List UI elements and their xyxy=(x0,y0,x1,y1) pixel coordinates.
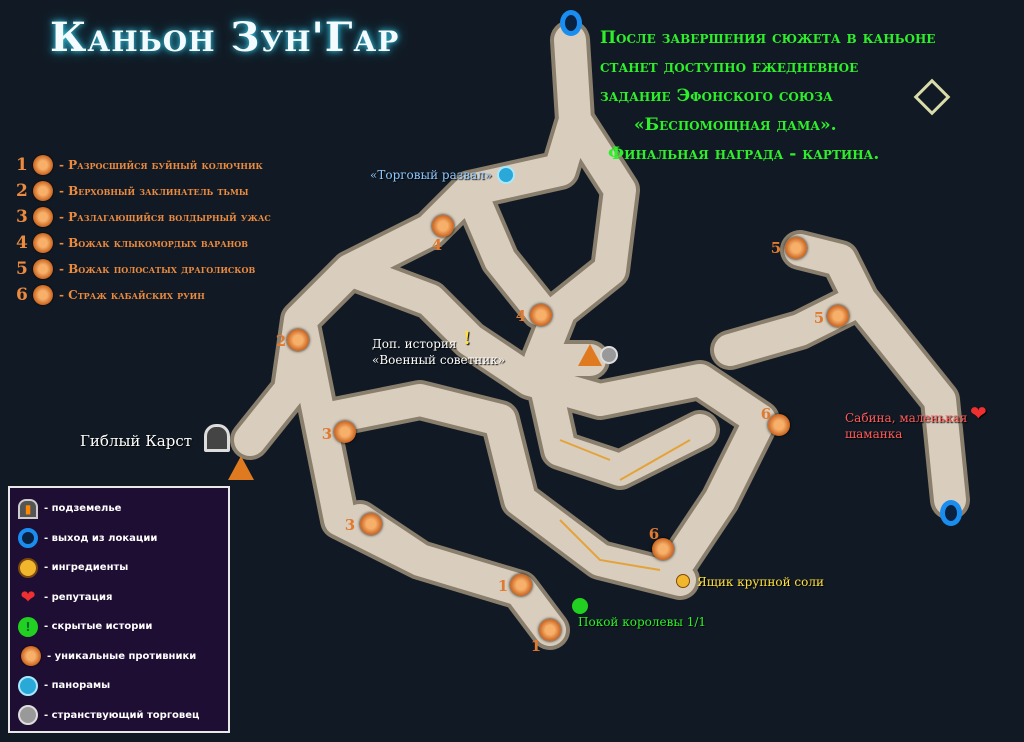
ingredient-icon xyxy=(18,557,38,578)
enemy-number: 3 xyxy=(321,425,333,443)
legend-item: - выход из локации xyxy=(18,524,220,554)
legend-item: ❤- репутация xyxy=(18,583,220,613)
hidden-story-label: Покой королевы 1/1 xyxy=(578,615,707,629)
enemy-number: 1 xyxy=(497,577,509,595)
hidden-story-icon: ! xyxy=(18,616,38,637)
unique-enemy-icon[interactable] xyxy=(530,304,552,326)
notice-line: станет доступно ежедневное xyxy=(600,57,859,77)
enemy-number: 3 xyxy=(344,516,356,534)
unique-enemy-icon xyxy=(21,646,41,667)
enemy-entry: 2- Верховный заклинатель тьмы xyxy=(16,181,249,201)
exit-portal-icon[interactable] xyxy=(560,10,582,36)
panorama-icon xyxy=(18,675,38,696)
legend-item: !- скрытые истории xyxy=(18,612,220,642)
notice-line: задание Эфонского союза xyxy=(600,78,951,115)
unique-enemy-icon xyxy=(33,233,53,253)
dungeon-icon: ▮ xyxy=(18,498,38,519)
enemy-entry: 1- Разросшийся буйный колючник xyxy=(16,155,263,175)
enemy-number: 6 xyxy=(648,525,660,543)
enemy-number: 1 xyxy=(530,637,542,655)
unique-enemies-list: 1- Разросшийся буйный колючник 2- Верхов… xyxy=(16,152,271,308)
side-story-title: «Военный советник» xyxy=(372,353,506,367)
unique-enemy-icon[interactable] xyxy=(510,574,532,596)
ingredient-icon[interactable] xyxy=(676,574,690,588)
unique-enemy-icon xyxy=(33,207,53,227)
unique-enemy-icon[interactable] xyxy=(768,414,790,436)
triangle-marker-icon[interactable] xyxy=(578,344,602,366)
unique-enemy-icon[interactable] xyxy=(652,538,674,560)
side-story-icon[interactable]: ! xyxy=(463,328,471,349)
unique-enemy-icon xyxy=(33,155,53,175)
dungeon-icon[interactable] xyxy=(204,424,230,452)
wandering-merchant-icon xyxy=(18,705,38,726)
map-legend: ▮- подземелье - выход из локации - ингре… xyxy=(8,486,230,733)
notice-line: «Беспомощная дама». xyxy=(634,115,837,135)
enemy-entry: 6- Страж кабайских руин xyxy=(16,285,205,305)
ephon-union-icon xyxy=(913,78,951,115)
exit-portal-icon xyxy=(18,528,38,549)
enemy-number: 2 xyxy=(275,332,287,350)
legend-item: - странствующий торговец xyxy=(18,701,220,731)
npc-name: Сабина, маленькая xyxy=(845,411,968,425)
unique-enemy-icon[interactable] xyxy=(287,329,309,351)
enemy-entry: 5- Вожак полосатых драголисков xyxy=(16,259,256,279)
panorama-icon[interactable] xyxy=(497,166,515,184)
enemy-number: 6 xyxy=(760,405,772,423)
unique-enemy-icon xyxy=(33,259,53,279)
enemy-number: 4 xyxy=(431,236,443,254)
unique-enemy-icon[interactable] xyxy=(360,513,382,535)
unique-enemy-icon[interactable] xyxy=(432,215,454,237)
hidden-story-icon[interactable] xyxy=(572,598,588,614)
legend-item: - уникальные противники xyxy=(18,642,220,672)
heart-icon: ❤ xyxy=(20,586,36,608)
side-story-label: Доп. история xyxy=(372,337,457,351)
legend-item: - панорамы xyxy=(18,671,220,701)
map-title: Каньон Зун'Гар xyxy=(50,14,400,61)
exit-portal-icon[interactable] xyxy=(940,500,962,526)
heart-icon[interactable]: ❤ xyxy=(970,401,987,425)
wandering-merchant-icon[interactable] xyxy=(600,346,618,364)
unique-enemy-icon xyxy=(33,181,53,201)
ingredient-label: Ящик крупной соли xyxy=(697,575,825,589)
npc-name: шаманка xyxy=(845,427,903,441)
unique-enemy-icon[interactable] xyxy=(827,305,849,327)
daily-quest-notice: После завершения сюжета в каньоне станет… xyxy=(600,24,951,169)
unique-enemy-icon[interactable] xyxy=(539,619,561,641)
unique-enemy-icon[interactable] xyxy=(785,237,807,259)
notice-line: Финальная награда - картина. xyxy=(608,144,880,164)
dungeon-label: Гиблый Карст xyxy=(80,432,193,450)
legend-item: - ингредиенты xyxy=(18,553,220,583)
panorama-label: «Торговый развал» xyxy=(370,168,493,182)
notice-line: После завершения сюжета в каньоне xyxy=(600,28,936,48)
triangle-marker-icon[interactable] xyxy=(228,456,254,480)
enemy-entry: 4- Вожак клыкомордых варанов xyxy=(16,233,248,253)
enemy-number: 5 xyxy=(813,309,825,327)
legend-item: ▮- подземелье xyxy=(18,494,220,524)
enemy-number: 5 xyxy=(770,239,782,257)
unique-enemy-icon xyxy=(33,285,53,305)
unique-enemy-icon[interactable] xyxy=(334,421,356,443)
enemy-entry: 3- Разлагающийся волдырный ужас xyxy=(16,207,271,227)
enemy-number: 4 xyxy=(515,307,527,325)
